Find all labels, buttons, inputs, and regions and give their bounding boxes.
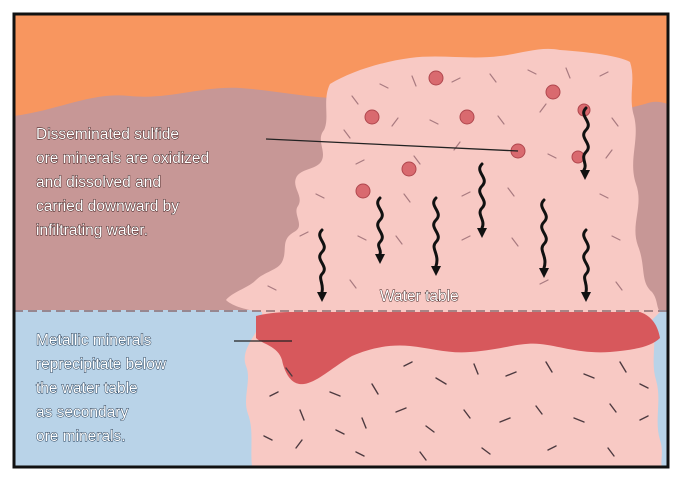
sulfide-grain: [402, 162, 416, 176]
water-table-label: Water table: [380, 288, 459, 305]
lower-label-line: ore minerals.: [36, 428, 126, 445]
lower-label-line: Metallic minerals: [36, 332, 152, 349]
sulfide-grain: [546, 85, 560, 99]
lower-label-line: the water table: [36, 380, 138, 397]
lower-label-line: as secondary: [36, 404, 128, 421]
upper-label-line: ore minerals are oxidized: [36, 150, 209, 167]
upper-label-line: infiltrating water.: [36, 222, 148, 239]
upper-label-line: and dissolved and: [36, 174, 161, 191]
sulfide-grain: [572, 151, 584, 163]
lower-label-line: reprecipitate below: [36, 356, 167, 373]
sulfide-grain: [429, 71, 443, 85]
sulfide-grain: [356, 184, 370, 198]
upper-label-line: Disseminated sulfide: [36, 126, 179, 143]
sulfide-grain: [365, 110, 379, 124]
sulfide-grain: [460, 110, 474, 124]
upper-label-line: carried downward by: [36, 198, 179, 215]
